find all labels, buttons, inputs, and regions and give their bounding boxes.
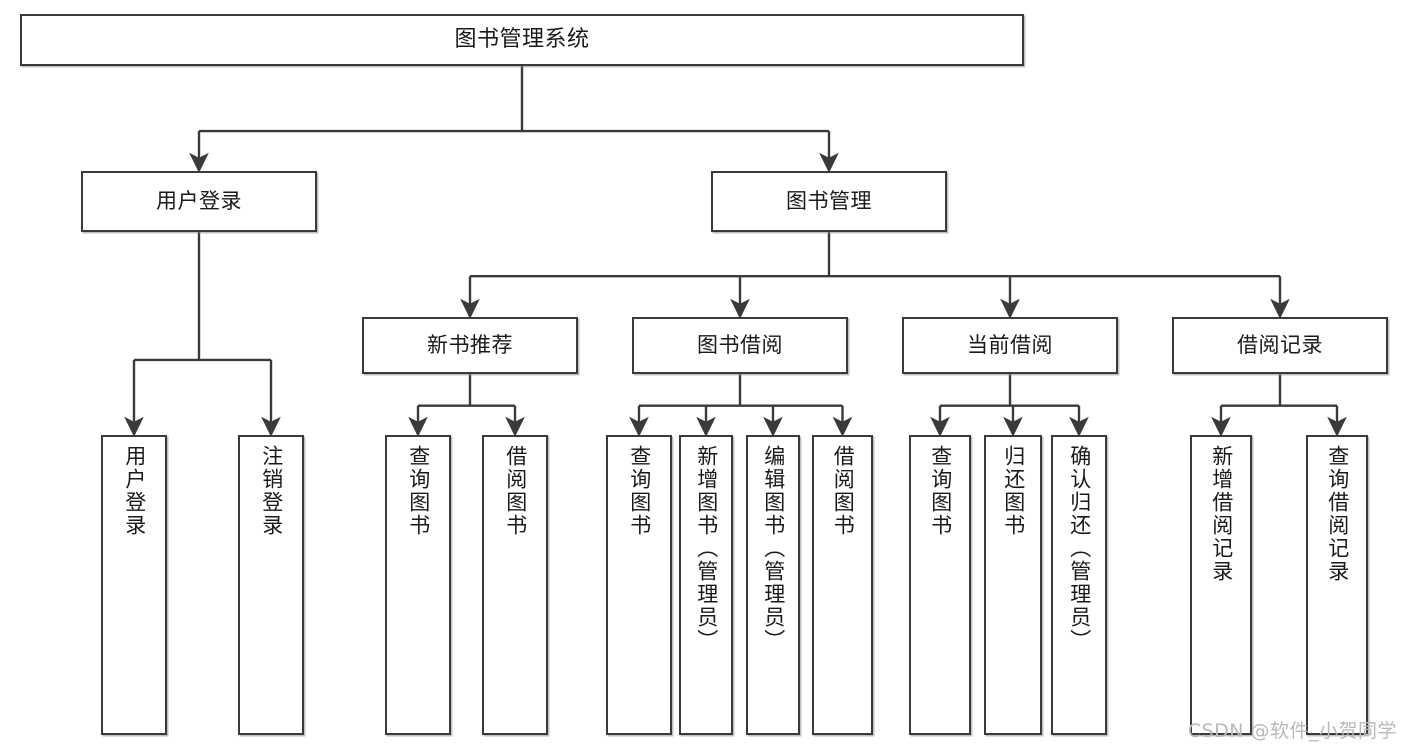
node-label: 查询图书 xyxy=(627,445,652,537)
node-label: 确认归还（管理员） xyxy=(1067,445,1092,652)
node-label: 新增图书（管理员） xyxy=(694,445,719,652)
node-leaf-add-record[interactable]: 新增借阅记录 xyxy=(1190,435,1252,735)
node-label: 用户登录 xyxy=(122,445,147,537)
node-leaf-borrow-book-2[interactable]: 借阅图书 xyxy=(812,435,873,735)
node-label: 编辑图书（管理员） xyxy=(761,445,786,652)
node-root[interactable]: 图书管理系统 xyxy=(20,14,1024,66)
node-label: 图书管理 xyxy=(786,189,872,214)
node-label: 借阅图书 xyxy=(831,445,856,537)
node-label: 查询借阅记录 xyxy=(1325,445,1350,583)
node-leaf-logout[interactable]: 注销登录 xyxy=(238,435,304,735)
node-leaf-confirm-return[interactable]: 确认归还（管理员） xyxy=(1051,435,1107,735)
node-book-manage[interactable]: 图书管理 xyxy=(711,171,947,232)
node-label: 查询图书 xyxy=(406,445,431,537)
node-leaf-user-login[interactable]: 用户登录 xyxy=(101,435,167,735)
node-leaf-return-book[interactable]: 归还图书 xyxy=(984,435,1042,735)
node-label: 查询图书 xyxy=(928,445,953,537)
node-leaf-edit-book[interactable]: 编辑图书（管理员） xyxy=(746,435,800,735)
node-label: 用户登录 xyxy=(156,189,242,214)
node-new-book-rec[interactable]: 新书推荐 xyxy=(362,317,578,374)
node-label: 新书推荐 xyxy=(427,333,513,358)
node-leaf-query-record[interactable]: 查询借阅记录 xyxy=(1306,435,1368,735)
node-label: 借阅图书 xyxy=(503,445,528,537)
node-label: 当前借阅 xyxy=(967,333,1053,358)
node-leaf-query-book-2[interactable]: 查询图书 xyxy=(606,435,672,735)
node-label: 图书借阅 xyxy=(697,333,783,358)
node-label: 图书管理系统 xyxy=(454,27,590,53)
node-leaf-add-book[interactable]: 新增图书（管理员） xyxy=(679,435,733,735)
node-leaf-query-book-1[interactable]: 查询图书 xyxy=(385,435,451,735)
node-borrow-record[interactable]: 借阅记录 xyxy=(1172,317,1388,374)
node-book-borrow[interactable]: 图书借阅 xyxy=(632,317,848,374)
node-label: 归还图书 xyxy=(1001,445,1026,537)
node-user-login[interactable]: 用户登录 xyxy=(81,171,317,232)
watermark-text: CSDN @软件_小贺同学 xyxy=(1187,720,1397,742)
node-label: 注销登录 xyxy=(259,445,284,537)
node-current-borrow[interactable]: 当前借阅 xyxy=(902,317,1118,374)
node-leaf-query-book-3[interactable]: 查询图书 xyxy=(909,435,971,735)
node-label: 借阅记录 xyxy=(1237,333,1323,358)
node-leaf-borrow-book-1[interactable]: 借阅图书 xyxy=(482,435,548,735)
node-label: 新增借阅记录 xyxy=(1209,445,1234,583)
